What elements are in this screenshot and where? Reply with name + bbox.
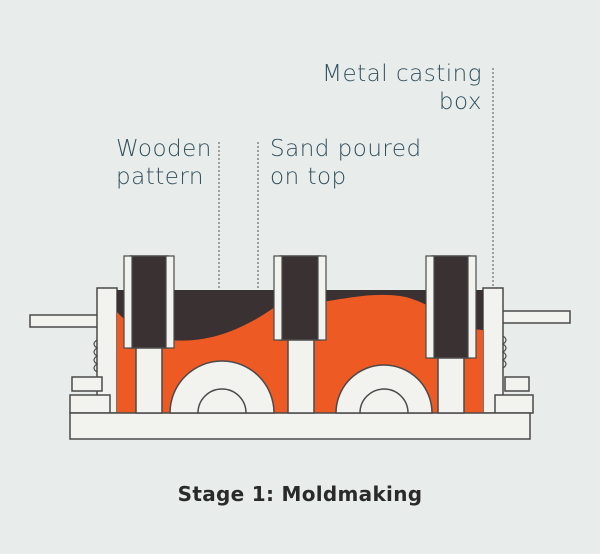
pattern-right-inner <box>359 388 409 414</box>
label-sand-line1: Sand poured <box>270 136 422 162</box>
base-plate <box>69 412 531 440</box>
sprues <box>129 255 471 414</box>
diagram-caption: Stage 1: Moldmaking <box>177 482 423 506</box>
label-metal-casting-box: Metal casting box <box>322 60 482 116</box>
sprue-left-light <box>135 347 163 414</box>
label-wood-line1: Wooden <box>116 136 212 162</box>
label-wood-line2: pattern <box>116 164 205 190</box>
right-bolt-block <box>504 376 530 392</box>
label-metal-line1: Metal casting <box>322 61 482 87</box>
wooden-patterns <box>169 360 433 414</box>
right-rail <box>495 310 571 324</box>
pattern-left <box>169 360 275 414</box>
sprue-walls <box>123 255 477 359</box>
label-sand-line2: on top <box>270 164 347 190</box>
right-foot <box>494 394 534 414</box>
label-wooden-pattern: Wooden pattern <box>116 135 212 191</box>
sprue-right-light <box>437 357 465 414</box>
sprue-right-dark <box>431 255 471 359</box>
sprue-mid-light <box>287 339 315 414</box>
label-sand-poured: Sand poured on top <box>270 135 422 191</box>
left-foot <box>69 394 111 414</box>
thread-details <box>93 335 507 373</box>
metal-box-top <box>117 290 483 341</box>
pattern-left-inner <box>197 388 247 414</box>
left-bolt-block <box>71 376 103 392</box>
sprue-left-dark <box>129 255 169 349</box>
sprue-mid-dark <box>279 255 321 341</box>
left-rail <box>29 314 103 328</box>
label-metal-line2: box <box>438 89 482 115</box>
